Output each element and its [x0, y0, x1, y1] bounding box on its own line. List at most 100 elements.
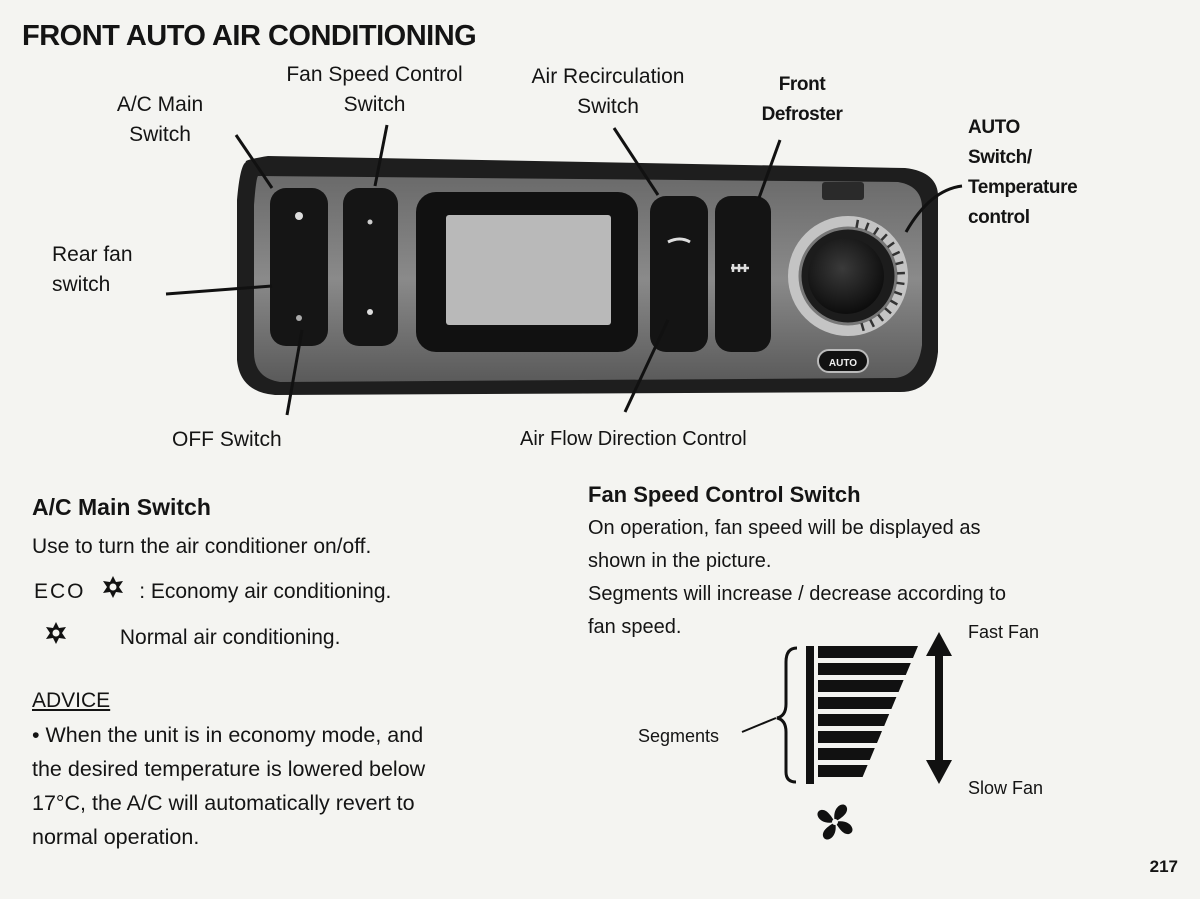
normal-row: Normal air conditioning. — [44, 621, 340, 656]
fan-segment — [818, 765, 868, 777]
callout-ac-main-line1: A/C Main — [116, 93, 204, 116]
fan-up-dot — [367, 219, 373, 225]
fan-segment — [818, 697, 897, 709]
callout-front-defroster-line2: Defroster — [761, 104, 843, 125]
knob-cap — [808, 238, 884, 314]
fan-segments — [818, 646, 918, 777]
line-off — [285, 329, 304, 416]
fan-speed-graphic — [741, 632, 952, 840]
recirc-icon — [667, 237, 691, 244]
slow-fan-label: Slow Fan — [968, 778, 1044, 798]
eco-text: : Economy air conditioning. — [139, 580, 392, 604]
control-panel-diagram: AUTO — [165, 124, 963, 416]
line-air-flow — [623, 319, 670, 413]
callout-auto-line3: Temperature — [968, 177, 1078, 198]
callout-auto-line1: AUTO — [968, 117, 1020, 138]
line-fan-speed — [373, 124, 389, 187]
segment-base-bar — [806, 646, 814, 784]
auto-button[interactable] — [817, 349, 869, 373]
callout-off-switch: OFF Switch — [172, 428, 282, 451]
callout-air-flow: Air Flow Direction Control — [520, 428, 747, 450]
knob-tick — [872, 226, 880, 236]
knob-tick — [864, 222, 870, 231]
callout-auto-line4: control — [968, 207, 1030, 228]
eco-row: ECO : Economy air conditioning. — [34, 575, 391, 610]
knob-tick — [869, 319, 875, 328]
knob-tick — [880, 233, 888, 242]
fan-icon — [817, 804, 853, 840]
knob-scale-ticks — [855, 219, 905, 332]
snowflake-icon — [101, 575, 125, 610]
advice-text: • When the unit is in economy mode, and … — [32, 718, 425, 854]
knob-tick — [891, 250, 901, 257]
callout-rear-fan-line1: Rear fan — [52, 243, 133, 266]
knob-tick — [889, 299, 898, 306]
callout-recirculation-line2: Switch — [577, 95, 639, 118]
line-auto-temp — [904, 184, 963, 233]
fan-segment — [818, 680, 904, 692]
fan-segment — [818, 748, 875, 760]
fan-text-line: Segments will increase / decrease accord… — [588, 583, 1006, 605]
normal-text: Normal air conditioning. — [119, 626, 341, 650]
advice-line: the desired temperature is lowered below — [32, 757, 426, 781]
fan-down-dot — [367, 309, 373, 315]
auto-button-label: AUTO — [829, 358, 857, 369]
ac-indicator-dot — [295, 212, 303, 220]
fan-segment — [818, 714, 890, 726]
snowflake-icon — [44, 621, 68, 656]
advice-heading: ADVICE — [32, 689, 111, 712]
sensor-vent — [822, 182, 864, 200]
knob-tick — [884, 307, 892, 315]
fan-section-text: On operation, fan speed will be displaye… — [588, 512, 1006, 644]
knob-tick — [860, 322, 865, 332]
fan-text-line: fan speed. — [588, 616, 682, 638]
callout-auto-line2: Switch/ — [968, 147, 1032, 168]
callout-front-defroster: Front Defroster — [740, 70, 864, 130]
display-screen — [446, 215, 611, 325]
fan-segment — [818, 731, 882, 743]
callout-fan-speed-line1: Fan Speed Control — [286, 63, 463, 86]
callout-ac-main: A/C Main Switch — [100, 90, 220, 150]
knob-tick — [886, 241, 895, 249]
knob-tick — [896, 281, 905, 286]
callout-rear-fan: Rear fan switch — [52, 240, 172, 300]
segments-leader — [741, 717, 777, 733]
callout-ac-main-line2: Switch — [129, 123, 191, 146]
knob-tick — [895, 260, 904, 266]
fan-segment — [818, 646, 918, 658]
line-ac-main — [234, 134, 274, 189]
callout-auto-temperature: AUTO Switch/ Temperature control — [968, 113, 1078, 233]
fan-text-line: On operation, fan speed will be displaye… — [588, 517, 981, 539]
callout-lines — [165, 124, 963, 416]
line-recirculation — [612, 127, 660, 196]
fan-text-line: shown in the picture. — [588, 550, 772, 572]
callout-recirculation-line1: Air Recirculation — [531, 65, 685, 88]
callout-front-defroster-line1: Front — [778, 74, 826, 95]
callout-recirculation: Air Recirculation Switch — [508, 62, 708, 122]
advice-line: normal operation. — [32, 825, 200, 849]
fan-section-heading: Fan Speed Control Switch — [588, 482, 861, 507]
knob-tick — [855, 219, 860, 228]
knob-tick — [877, 313, 885, 322]
fan-segment — [818, 663, 911, 675]
off-indicator-dot — [296, 315, 302, 321]
front-defroster-switch[interactable] — [715, 196, 771, 352]
line-rear-fan — [165, 284, 273, 296]
page-title: FRONT AUTO AIR CONDITIONING — [22, 20, 477, 52]
callout-fan-speed: Fan Speed Control Switch — [262, 60, 487, 120]
knob-tick — [893, 290, 903, 296]
double-arrow-icon — [926, 632, 952, 784]
segments-label: Segments — [638, 726, 720, 746]
defroster-icon — [731, 264, 749, 272]
ac-section-heading: A/C Main Switch — [32, 494, 211, 520]
ac-off-switch-column[interactable] — [270, 188, 328, 346]
recirculation-switch[interactable] — [650, 196, 708, 352]
ac-section-intro: Use to turn the air conditioner on/off. — [32, 535, 372, 558]
callout-rear-fan-line2: switch — [52, 273, 111, 296]
line-defroster — [757, 139, 782, 199]
segments-bracket — [776, 646, 798, 784]
callout-fan-speed-line2: Switch — [343, 93, 406, 116]
page-number: 217 — [1149, 857, 1178, 876]
advice-line: 17°C, the A/C will automatically revert … — [32, 791, 415, 815]
fan-speed-switch[interactable] — [343, 188, 398, 346]
